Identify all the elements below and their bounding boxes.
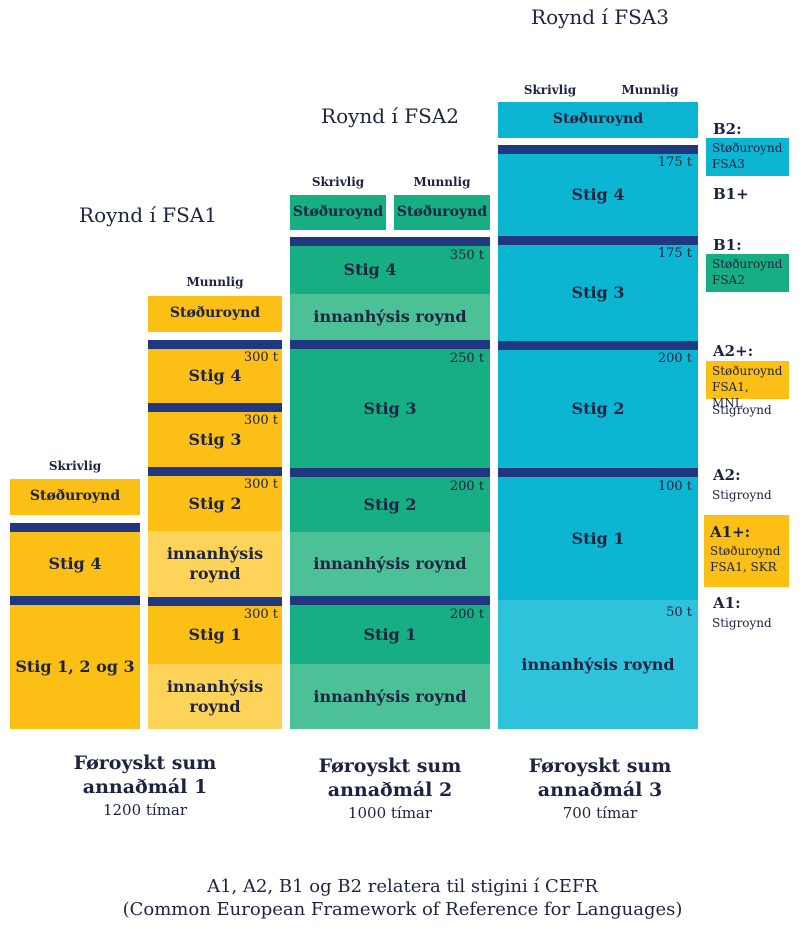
level-a2-label: A2: — [713, 466, 741, 484]
fsa3-stig1: Stig 1 — [498, 477, 698, 600]
fsa1-munnlig-label: Munnlig — [186, 275, 244, 289]
level-a1-note: Stigroynd — [712, 616, 772, 630]
fsa1-col2-stig4-hours: 300 t — [243, 350, 278, 365]
fsa1-col1-divider — [10, 596, 140, 605]
fsa2-stig3: Stig 3 — [290, 349, 490, 468]
fsa2-innanhysis-roynd-top: innanhýsis roynd — [290, 294, 490, 340]
fsa3-innanhysis-roynd: innanhýsis roynd — [498, 600, 698, 729]
level-b1-note-line1: Støðuroynd — [712, 257, 783, 271]
fsa2-stig4-hours: 350 t — [449, 248, 484, 263]
fsa2-footer-hours: 1000 tímar — [347, 804, 433, 822]
fsa1-col2-stig2: Stig 2 — [148, 476, 282, 531]
fsa2-roynd-title: Roynd í FSA2 — [321, 104, 459, 128]
level-a2plus-note-line1: Støðuroynd — [712, 364, 783, 378]
fsa3-stig1-hours: 100 t — [657, 479, 692, 494]
level-a1plus-box: A1+: Støðuroynd FSA1, SKR — [704, 515, 789, 587]
fsa2-divider — [290, 596, 490, 605]
level-a2-note: Stigroynd — [712, 488, 772, 502]
fsa3-divider — [498, 145, 698, 154]
fsa2-divider — [290, 468, 490, 477]
fsa1-footer-title: Føroyskt sum annaðmál 1 — [73, 752, 217, 798]
fsa3-divider — [498, 341, 698, 350]
fsa3-footer-hours: 700 tímar — [562, 804, 638, 822]
fsa2-footer-title: Føroyskt sum annaðmál 2 — [318, 755, 462, 801]
level-b1-box: Støðuroynd FSA2 — [706, 254, 789, 292]
level-b2-box: Støðuroynd FSA3 — [706, 138, 789, 176]
fsa2-innanhysis-roynd-mid: innanhýsis roynd — [290, 532, 490, 596]
fsa1-col2-innanhysis-roynd-lower: innanhýsis roynd — [148, 664, 282, 729]
fsa3-divider — [498, 468, 698, 477]
level-a2plus-label: A2+: — [713, 342, 754, 360]
level-a2plus-note-line2: FSA1, MNL — [712, 380, 749, 411]
fsa1-munnlig-stoduroynd: Støðuroynd — [148, 296, 282, 332]
fsa3-divider — [498, 236, 698, 245]
fsa1-roynd-title: Roynd í FSA1 — [79, 203, 217, 227]
level-b1-note-line2: FSA2 — [712, 273, 745, 288]
fsa1-col2-stig3: Stig 3 — [148, 412, 282, 467]
fsa3-stig4-hours: 175 t — [657, 155, 692, 170]
fsa3-stig3-hours: 175 t — [657, 246, 692, 261]
fsa1-col2-stig2-hours: 300 t — [243, 477, 278, 492]
fsa2-stig2: Stig 2 — [290, 477, 490, 532]
fsa1-col2-divider — [148, 597, 282, 606]
level-a1-label: A1: — [713, 594, 741, 612]
fsa3-stig2: Stig 2 — [498, 350, 698, 468]
fsa1-col2-stig1: Stig 1 — [148, 606, 282, 664]
fsa2-stig1: Stig 1 — [290, 605, 490, 664]
fsa2-innanhysis-roynd-bottom: innanhýsis roynd — [290, 664, 490, 729]
fsa3-stoduroynd: Støðuroynd — [498, 102, 698, 138]
fsa3-stig2-hours: 200 t — [657, 351, 692, 366]
fsa1-col2-innanhysis-roynd-upper: innanhýsis roynd — [148, 531, 282, 597]
level-b2-note-line1: Støðuroynd — [712, 141, 783, 155]
fsa3-skrivlig-label: Skrivlig — [523, 83, 577, 97]
fsa2-divider — [290, 340, 490, 349]
cefr-footnote-line2: (Common European Framework of Reference … — [122, 898, 683, 920]
fsa2-stig3-hours: 250 t — [449, 351, 484, 366]
fsa2-skrivlig-stoduroynd: Støðuroynd — [290, 195, 386, 230]
fsa1-col2-divider — [148, 403, 282, 412]
fsa2-stig1-hours: 200 t — [449, 607, 484, 622]
fsa1-col1-divider — [10, 523, 140, 532]
cefr-footnote: A1, A2, B1 og B2 relatera til stigini í … — [0, 876, 805, 921]
level-a1plus-note-line1: Støðuroynd — [710, 544, 781, 558]
fsa1-col2-stig4: Stig 4 — [148, 349, 282, 403]
level-b1-label: B1: — [713, 236, 742, 254]
fsa3-footer-title: Føroyskt sum annaðmál 3 — [528, 755, 672, 801]
fsa2-munnlig-label: Munnlig — [413, 175, 471, 189]
fsa2-stig2-hours: 200 t — [449, 479, 484, 494]
fsa1-col2-divider — [148, 467, 282, 476]
fsa2-skrivlig-label: Skrivlig — [311, 175, 365, 189]
level-b1plus-label: B1+ — [713, 185, 749, 203]
level-a2plus-box: Støðuroynd FSA1, MNL — [706, 361, 789, 410]
level-a1plus-note-line2: FSA1, SKR — [710, 560, 777, 575]
level-b2-note-line2: FSA3 — [712, 157, 745, 172]
cefr-footnote-line1: A1, A2, B1 og B2 relatera til stigini í … — [207, 876, 598, 897]
fsa1-col2-stig3-hours: 300 t — [243, 413, 278, 428]
fsa2-divider — [290, 237, 490, 246]
fsa1-col1-stig123: Stig 1, 2 og 3 — [10, 605, 140, 729]
fsa1-skrivlig-label: Skrivlig — [48, 459, 102, 473]
fsa1-col2-stig1-hours: 300 t — [243, 607, 278, 622]
level-a2plus-note-stigroynd: Stigroynd — [712, 403, 772, 417]
fsa1-skrivlig-stoduroynd: Støðuroynd — [10, 479, 140, 515]
level-b2-label: B2: — [713, 120, 742, 138]
fsa3-stig3: Stig 3 — [498, 245, 698, 341]
fsa3-roynd-title: Roynd í FSA3 — [531, 5, 669, 29]
fsa1-col2-divider — [148, 340, 282, 349]
fsa1-col1-stig4: Stig 4 — [10, 532, 140, 596]
level-a1plus-label: A1+: — [710, 523, 751, 541]
fsa1-footer-hours: 1200 tímar — [102, 801, 188, 819]
fsa2-stig4: Stig 4 — [290, 246, 490, 294]
fsa3-stig4: Stig 4 — [498, 154, 698, 236]
fsa3-munnlig-label: Munnlig — [621, 83, 679, 97]
fsa2-munnlig-stoduroynd: Støðuroynd — [394, 195, 490, 230]
fsa3-innanhysis-hours: 50 t — [666, 605, 692, 620]
